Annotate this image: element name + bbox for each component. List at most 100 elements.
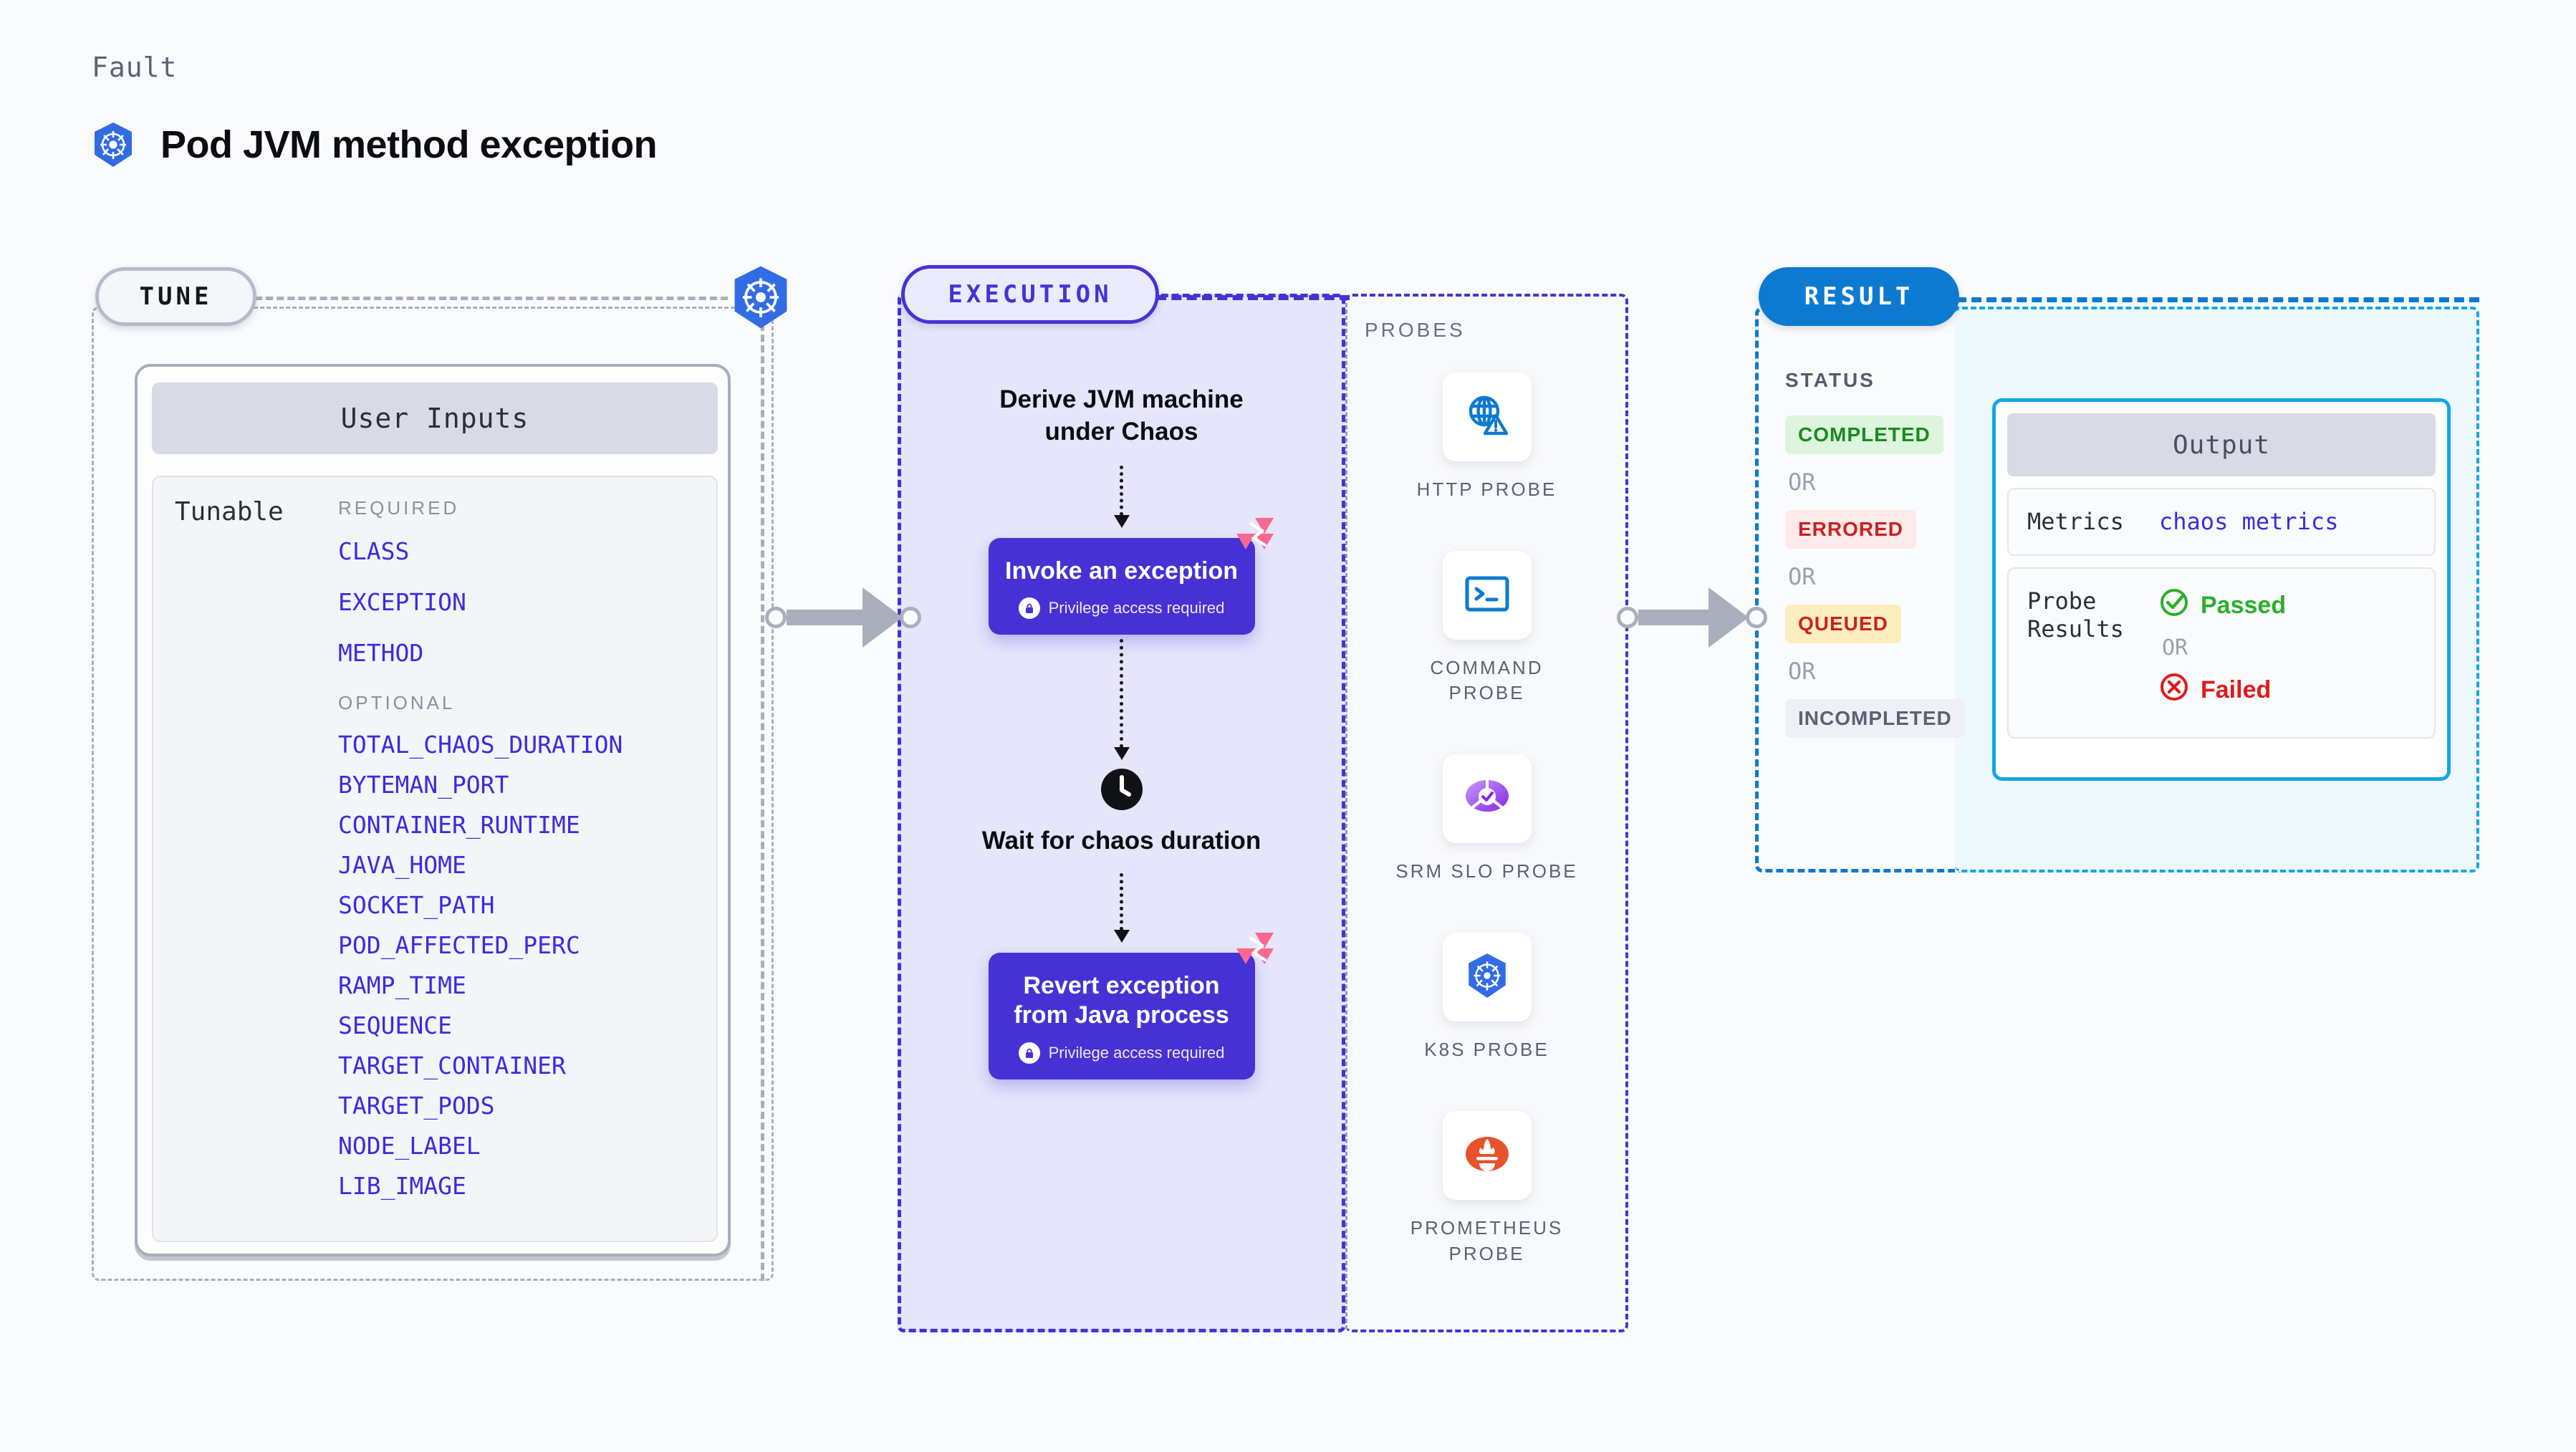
stage-pill-tune[interactable]: TUNE	[95, 267, 256, 326]
param-lib-image[interactable]: LIB_IMAGE	[338, 1172, 466, 1200]
param-exception[interactable]: EXCEPTION	[338, 588, 466, 616]
page-title: Pod JVM method exception	[160, 123, 658, 166]
result-connector-line	[1956, 297, 2479, 302]
metrics-label: Metrics	[2027, 508, 2124, 535]
kubernetes-icon	[1464, 952, 1511, 1003]
probe-label: COMMAND PROBE	[1430, 657, 1544, 704]
param-container-runtime[interactable]: CONTAINER_RUNTIME	[338, 811, 580, 839]
kubernetes-icon	[731, 265, 791, 333]
param-socket-path[interactable]: SOCKET_PATH	[338, 891, 495, 919]
privilege-note-text: Privilege access required	[1048, 599, 1225, 617]
param-total-chaos-duration[interactable]: TOTAL_CHAOS_DURATION	[338, 731, 623, 759]
param-node-label[interactable]: NODE_LABEL	[338, 1132, 481, 1160]
probe-result-passed-label: Passed	[2201, 592, 2287, 620]
probe-label: HTTP PROBE	[1416, 479, 1557, 500]
litmus-icon	[1235, 516, 1275, 557]
status-or-2: OR	[1788, 563, 1816, 590]
user-inputs-card: User Inputs Tunable REQUIRED CLASS EXCEP…	[135, 364, 731, 1256]
stage-pill-execution[interactable]: EXECUTION	[901, 265, 1159, 324]
flow-arrow-3	[1113, 872, 1130, 943]
execution-box-title: Revert exception from Java process	[1014, 971, 1229, 1029]
tunable-label: Tunable	[175, 497, 284, 527]
required-group-title: REQUIRED	[338, 497, 460, 519]
probe-result-failed-label: Failed	[2201, 676, 2272, 704]
execution-box-title: Invoke an exception	[1005, 557, 1238, 585]
probe-label: SRM SLO PROBE	[1395, 860, 1578, 883]
arrow-end-dot	[1746, 607, 1767, 628]
param-ramp-time[interactable]: RAMP_TIME	[338, 971, 466, 999]
param-method[interactable]: METHOD	[338, 639, 424, 667]
lock-icon	[1018, 597, 1040, 620]
arrow-probes-to-result	[1617, 587, 1767, 648]
optional-group-title: OPTIONAL	[338, 692, 456, 713]
param-sequence[interactable]: SEQUENCE	[338, 1011, 452, 1039]
param-column: REQUIRED CLASS EXCEPTION METHOD OPTIONAL…	[338, 497, 716, 1241]
kubernetes-icon	[92, 122, 135, 168]
flow-arrow-2	[1113, 639, 1130, 761]
status-badge-errored: ERRORED	[1785, 510, 1917, 549]
probe-result-or: OR	[2162, 635, 2188, 661]
arrow-start-dot	[1617, 607, 1638, 628]
probe-item-srm-slo[interactable]: SRM SLO PROBE	[1394, 754, 1580, 884]
output-card: Output Metrics chaos metrics Probe Resul…	[1992, 398, 2451, 781]
probe-result-failed: Failed	[2159, 672, 2286, 708]
param-pod-affected-perc[interactable]: POD_AFFECTED_PERC	[338, 931, 580, 959]
probe-result-passed: Passed	[2159, 587, 2286, 624]
prometheus-icon	[1464, 1133, 1510, 1178]
probe-item-k8s[interactable]: K8S PROBE	[1394, 933, 1580, 1062]
param-byteman-port[interactable]: BYTEMAN_PORT	[338, 771, 509, 799]
probes-divider	[1345, 297, 1347, 1330]
user-inputs-title: User Inputs	[152, 383, 718, 454]
execution-step-invoke-exception[interactable]: Invoke an exception Privilege access req…	[988, 517, 1274, 635]
probe-item-prometheus[interactable]: PROMETHEUS PROBE	[1394, 1111, 1580, 1266]
arrow-head	[1708, 587, 1749, 648]
arrow-shaft	[1638, 610, 1710, 625]
arrow-end-dot	[900, 607, 921, 628]
arrow-tune-to-execution	[765, 587, 921, 648]
status-badge-incompleted: INCOMPLETED	[1785, 699, 1965, 738]
srm-slo-icon	[1464, 777, 1511, 821]
probe-card	[1442, 754, 1532, 844]
execution-flow: Derive JVM machine under Chaos Invoke an…	[898, 294, 1345, 1332]
probe-label: PROMETHEUS PROBE	[1410, 1217, 1564, 1264]
probe-item-command[interactable]: COMMAND PROBE	[1394, 551, 1580, 706]
arrow-start-dot	[765, 607, 787, 628]
stage-pill-result[interactable]: RESULT	[1759, 267, 1959, 326]
probe-card	[1442, 1111, 1532, 1201]
execution-step-derive-jvm: Derive JVM machine under Chaos	[999, 385, 1244, 446]
probes-list: HTTP PROBE COMMAND PROBE	[1345, 372, 1628, 1266]
clock-icon	[1100, 769, 1143, 814]
privilege-note: Privilege access required	[1001, 1042, 1242, 1064]
param-target-container[interactable]: TARGET_CONTAINER	[338, 1052, 566, 1080]
probe-item-http[interactable]: HTTP PROBE	[1394, 372, 1580, 502]
param-class[interactable]: CLASS	[338, 537, 410, 565]
fault-eyebrow-label: Fault	[92, 52, 178, 83]
privilege-note: Privilege access required	[1001, 597, 1242, 620]
execution-connector-line	[1156, 295, 1350, 300]
lock-icon	[1018, 1042, 1040, 1064]
terminal-icon	[1464, 574, 1510, 617]
privilege-note-text: Privilege access required	[1048, 1043, 1225, 1062]
status-or-1: OR	[1788, 468, 1816, 496]
param-target-pods[interactable]: TARGET_PODS	[338, 1092, 495, 1120]
output-title: Output	[2007, 413, 2436, 476]
tune-stage-panel	[92, 307, 774, 1281]
x-circle-icon	[2159, 672, 2189, 708]
litmus-icon	[1235, 931, 1275, 972]
probe-results-label: Probe Results	[2027, 587, 2124, 643]
status-badge-queued: QUEUED	[1785, 605, 1901, 643]
execution-step-revert-exception[interactable]: Revert exception from Java process Privi…	[988, 932, 1274, 1080]
output-row-probe-results: Probe Results Passed OR	[2007, 567, 2436, 739]
page-title-row: Pod JVM method exception	[92, 122, 658, 168]
status-list: COMPLETED OR ERRORED OR QUEUED OR INCOMP…	[1785, 415, 1965, 738]
probe-label: K8S PROBE	[1424, 1039, 1549, 1061]
param-java-home[interactable]: JAVA_HOME	[338, 851, 466, 879]
probe-card	[1442, 933, 1532, 1022]
probe-results-values: Passed OR Failed	[2159, 587, 2286, 708]
execution-step-wait-duration: Wait for chaos duration	[981, 827, 1261, 855]
status-or-3: OR	[1788, 658, 1816, 685]
tune-connector-line	[255, 297, 728, 300]
output-row-metrics: Metrics chaos metrics	[2007, 488, 2436, 557]
probe-card	[1442, 551, 1532, 640]
metrics-value[interactable]: chaos metrics	[2159, 508, 2339, 535]
